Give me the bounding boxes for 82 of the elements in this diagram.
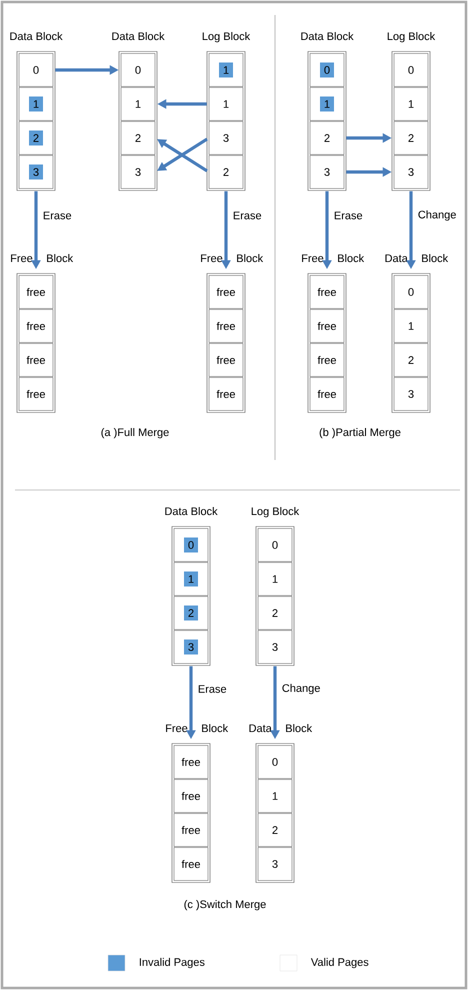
edge-label: Erase xyxy=(198,685,226,693)
page-cell: free xyxy=(310,377,344,411)
node-label: Data Block xyxy=(301,32,354,40)
edge-label: Erase xyxy=(44,212,72,220)
node-label: Block xyxy=(286,724,312,732)
edge-label: Change xyxy=(282,684,320,694)
page-cell: free xyxy=(174,779,208,813)
page-cell: free xyxy=(310,343,344,377)
legend-label: Valid Pages xyxy=(310,958,368,968)
node-label: Data Block xyxy=(165,507,218,516)
node-label: Data xyxy=(385,254,408,262)
page-cell: free xyxy=(208,275,244,309)
caption: (c )Switch Merge xyxy=(184,900,266,910)
page-cell: free xyxy=(208,343,244,377)
node-label: Data Block xyxy=(10,32,63,40)
caption: (a )Full Merge xyxy=(101,428,169,438)
page-cell: 2 xyxy=(394,343,428,377)
page-cell: 1 xyxy=(258,562,292,596)
page-cell: 3 xyxy=(258,630,292,664)
page-cell: 3 xyxy=(208,121,244,155)
page-cell: 3 xyxy=(310,155,344,189)
node-label: Block xyxy=(338,254,364,262)
page-cell: 1 xyxy=(174,562,208,596)
page-cell: free xyxy=(208,309,244,343)
page-cell: free xyxy=(310,309,344,343)
page-cell: 0 xyxy=(394,53,428,87)
page-cell: 1 xyxy=(310,87,344,121)
page-cell: free xyxy=(174,847,208,881)
node-label: Data Block xyxy=(112,32,165,40)
caption: (b )Partial Merge xyxy=(320,428,400,438)
page-cell: free xyxy=(174,813,208,847)
page-cell: 3 xyxy=(258,847,292,881)
page-cell: free xyxy=(208,377,244,411)
page-cell: 2 xyxy=(394,121,428,155)
legend-label: Invalid Pages xyxy=(140,958,204,968)
page-cell: 0 xyxy=(18,53,54,87)
node-label: Free xyxy=(11,254,32,262)
page-cell: 0 xyxy=(174,528,208,562)
page-cell: free xyxy=(18,275,54,309)
page-cell: 3 xyxy=(394,377,428,411)
page-cell: free xyxy=(18,309,54,343)
page-cell: free xyxy=(310,275,344,309)
page-cell: 2 xyxy=(174,596,208,630)
edge-label: Erase xyxy=(334,212,362,220)
page-cell: 1 xyxy=(120,87,156,121)
page-cell: free xyxy=(18,343,54,377)
page-cell: 1 xyxy=(208,53,244,87)
node-label: Block xyxy=(237,254,264,262)
page-cell: 2 xyxy=(258,813,292,847)
page-cell: 3 xyxy=(174,630,208,664)
node-label: Free xyxy=(302,254,324,262)
page-cell: 0 xyxy=(120,53,156,87)
page-cell: 2 xyxy=(208,155,244,189)
node-label: Data xyxy=(249,724,272,732)
page-cell: 0 xyxy=(394,275,428,309)
node-label: Log Block xyxy=(202,32,250,42)
node-label: Log Block xyxy=(388,32,436,42)
page-cell: 0 xyxy=(258,745,292,779)
node-label: Block xyxy=(47,254,74,262)
page-cell: 1 xyxy=(394,87,428,121)
edge-label: Erase xyxy=(234,212,262,220)
node-label: Free xyxy=(166,724,188,732)
edge-label: Change xyxy=(418,210,456,221)
page-cell: 1 xyxy=(258,779,292,813)
page-cell: 2 xyxy=(310,121,344,155)
page-cell: 2 xyxy=(120,121,156,155)
node-label: Log Block xyxy=(252,507,300,518)
page-cell: 1 xyxy=(394,309,428,343)
page-cell: 3 xyxy=(120,155,156,189)
page-cell: 3 xyxy=(394,155,428,189)
page-cell: 0 xyxy=(258,528,292,562)
page-cell: 2 xyxy=(258,596,292,630)
page-cell: 3 xyxy=(18,155,54,189)
page-cell: 1 xyxy=(18,87,54,121)
node-label: Free xyxy=(201,254,222,262)
page-cell: 2 xyxy=(18,121,54,155)
node-label: Block xyxy=(422,254,448,262)
node-label: Block xyxy=(202,724,228,732)
page-cell: free xyxy=(174,745,208,779)
page-cell: 1 xyxy=(208,87,244,121)
page-cell: 0 xyxy=(310,53,344,87)
page-cell: free xyxy=(18,377,54,411)
